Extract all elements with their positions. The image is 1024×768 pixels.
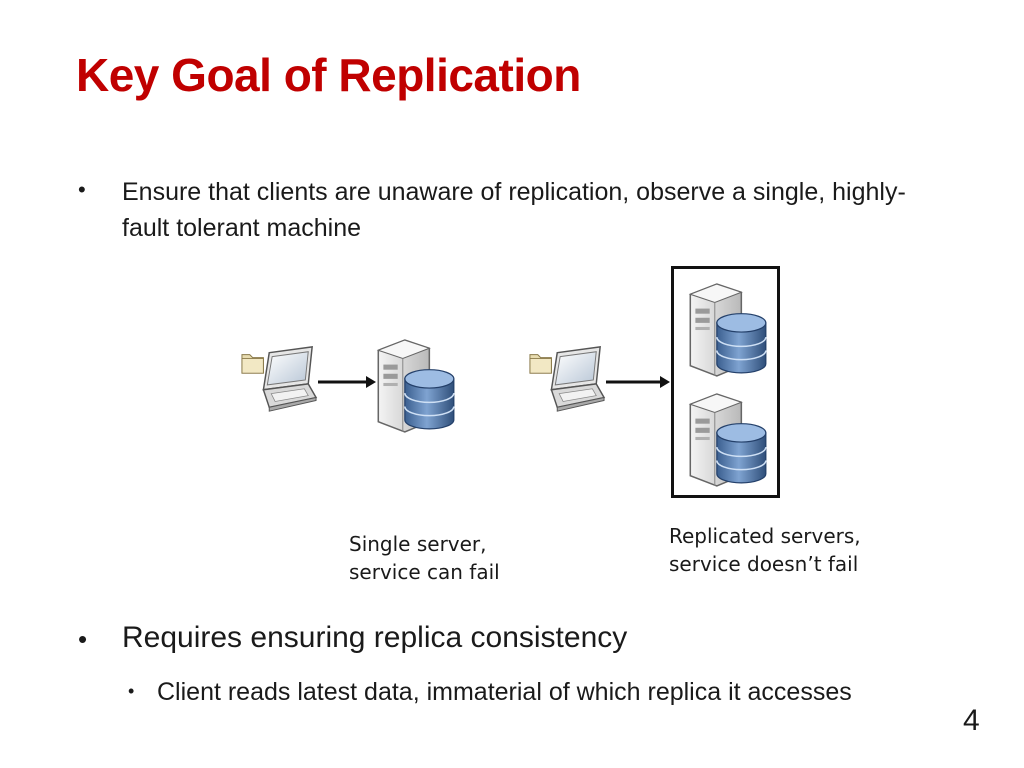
laptop-icon [240,344,318,416]
arrow-icon [606,376,670,388]
bullet-text: Ensure that clients are unaware of repli… [122,178,906,242]
single-server-caption: Single server, service can fail [349,530,500,586]
replica-group-box [671,266,780,498]
caption-line: Replicated servers, [669,524,861,548]
laptop-icon [528,344,606,416]
server-icon [682,390,768,488]
server-icon [682,280,768,378]
caption-line: service doesn’t fail [669,552,859,576]
caption-line: Single server, [349,532,487,556]
arrow-icon [318,376,376,388]
sub-bullet-text: Client reads latest data, immaterial of … [157,678,852,706]
bullet-text: Requires ensuring replica consistency [122,621,628,654]
bullet-marker: • [78,624,88,654]
replicated-servers-caption: Replicated servers, service doesn’t fail [669,522,861,578]
slide-title: Key Goal of Replication [76,49,581,101]
sub-bullet-marker: • [128,681,135,701]
caption-line: service can fail [349,560,500,584]
page-number: 4 [963,704,980,737]
server-icon [370,336,456,434]
bullet-marker: • [78,177,86,202]
